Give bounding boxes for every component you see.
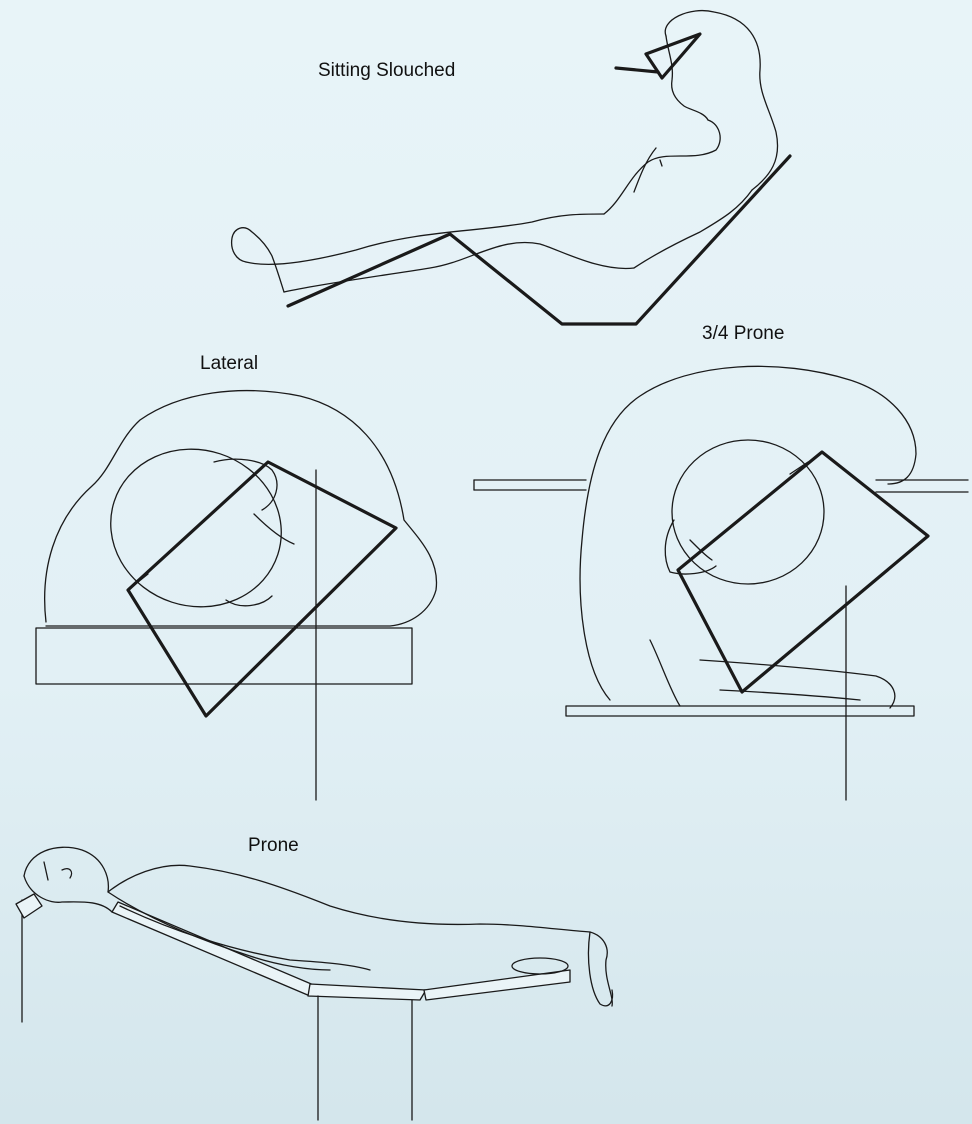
lateral-body-outline [45,391,437,626]
three-quarter-prone-frame [678,452,928,692]
prone-support-middle [308,984,426,1000]
sitting-head [665,11,777,190]
sitting-slouched-figure [232,11,790,324]
three-quarter-prone-lower-rail [566,706,914,716]
sitting-support [288,156,790,324]
lateral-figure [36,391,437,800]
prone-support-right [424,970,570,1000]
lateral-frame [128,462,396,716]
lateral-table [36,628,412,684]
prone-figure [16,847,613,1120]
prone-head-block [16,894,42,918]
three-quarter-prone-figure [474,366,968,800]
three-quarter-prone-body-outline [580,366,916,700]
